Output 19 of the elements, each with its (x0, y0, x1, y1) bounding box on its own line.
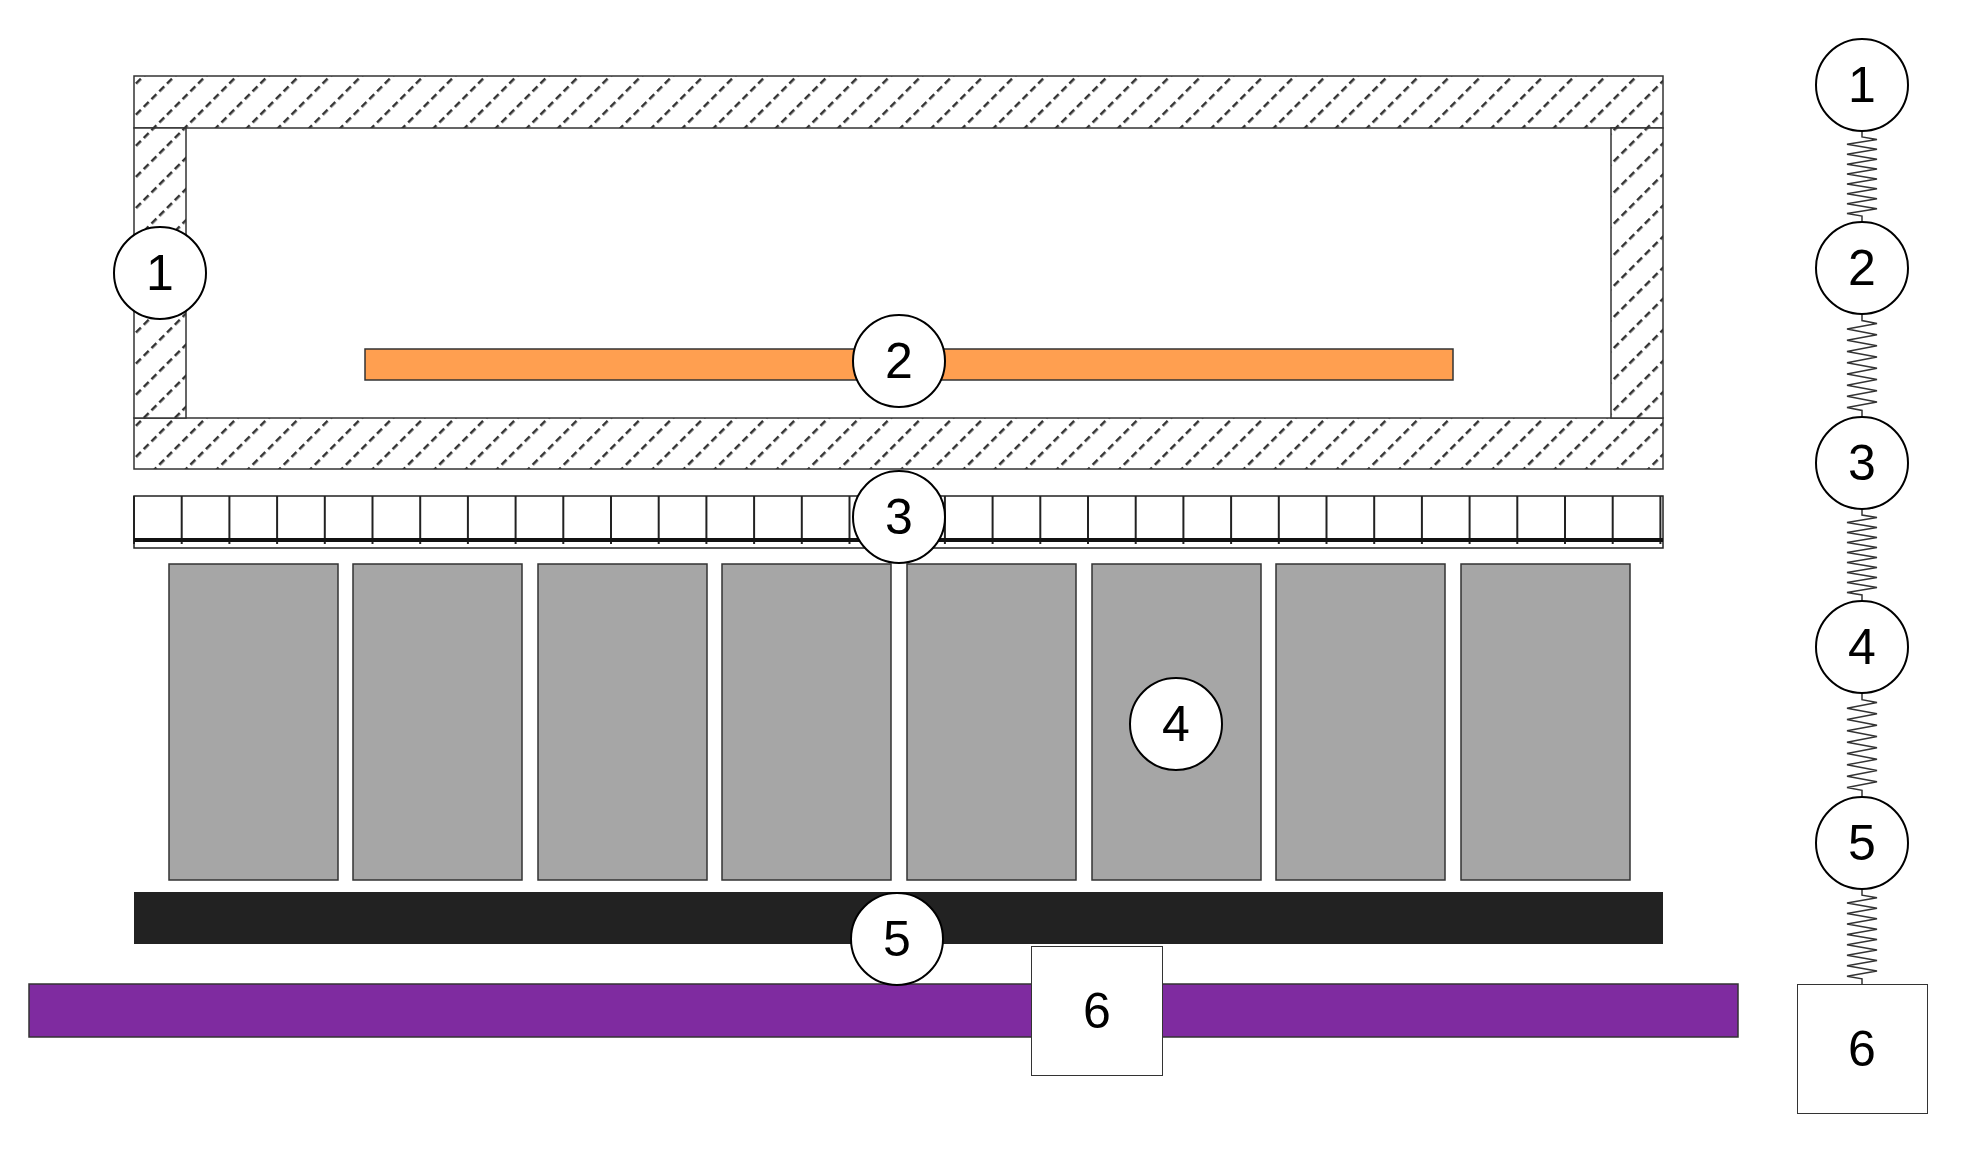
callout-number: 3 (885, 492, 913, 542)
spring (1846, 314, 1878, 417)
callout-number: 5 (1848, 818, 1876, 868)
callout-number: 5 (883, 914, 911, 964)
callout-number: 6 (1848, 1024, 1876, 1074)
spring (1846, 693, 1878, 797)
spring (1846, 131, 1878, 222)
spring (1846, 889, 1878, 985)
callout-number: 4 (1162, 699, 1190, 749)
callout-number: 3 (1848, 438, 1876, 488)
callout-number: 6 (1083, 986, 1111, 1036)
callout-number: 1 (146, 248, 174, 298)
spring (1846, 509, 1878, 601)
callout-number: 2 (885, 336, 913, 386)
callout-number: 1 (1848, 60, 1876, 110)
callout-number: 2 (1848, 243, 1876, 293)
callout-square (1031, 946, 1163, 1076)
callout-number: 4 (1848, 622, 1876, 672)
callout-square (1796, 984, 1928, 1114)
